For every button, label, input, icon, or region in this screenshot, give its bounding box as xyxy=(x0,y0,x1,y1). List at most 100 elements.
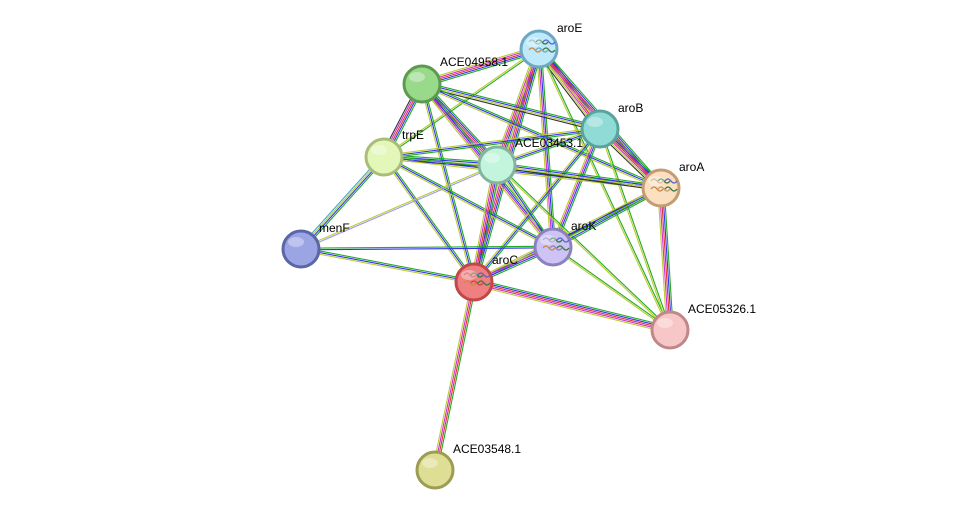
evidence-line xyxy=(475,165,500,283)
edge-menf-arok[interactable] xyxy=(300,245,554,251)
node-aroc[interactable]: aroC xyxy=(454,253,518,302)
evidence-line xyxy=(383,156,554,248)
node-shine xyxy=(409,72,425,82)
edge-aroc-ace03548-1[interactable] xyxy=(432,281,477,471)
evidence-line xyxy=(473,128,601,283)
node-ace03548-1[interactable]: ACE03548.1 xyxy=(415,442,521,490)
edge-aroe-ace05326-1[interactable] xyxy=(537,48,672,331)
evidence-line xyxy=(497,163,662,188)
evidence-line xyxy=(473,281,671,331)
edges-layer xyxy=(298,45,674,471)
evidence-line xyxy=(435,282,476,471)
protein-structure-icon xyxy=(650,178,678,192)
node-ace03453-1[interactable]: ACE03453.1 xyxy=(477,136,583,185)
edge-trpe-arok[interactable] xyxy=(382,155,555,249)
evidence-line xyxy=(553,245,671,330)
node-shine xyxy=(657,318,673,328)
node-circle xyxy=(454,262,494,302)
node-shine xyxy=(461,270,477,280)
evidence-line xyxy=(550,127,599,247)
node-label: ACE03548.1 xyxy=(453,442,521,456)
evidence-line xyxy=(383,126,600,156)
node-circle xyxy=(650,310,690,350)
evidence-line xyxy=(301,157,386,250)
node-label: menF xyxy=(319,221,350,235)
node-trpe[interactable]: trpE xyxy=(364,128,424,177)
evidence-line xyxy=(421,46,539,83)
evidence-line xyxy=(422,50,540,87)
node-circle xyxy=(519,29,559,69)
edge-aroe-ace04958-1[interactable] xyxy=(420,45,541,88)
evidence-line xyxy=(600,128,672,330)
evidence-line xyxy=(663,187,674,330)
node-circle xyxy=(402,64,442,104)
evidence-line xyxy=(383,156,475,283)
nodes-layer: aroE ACE04958.1 aroB trpE ACE03453.1 aroA menF… xyxy=(281,21,756,490)
edge-arob-ace05326-1[interactable] xyxy=(598,128,672,331)
node-shine xyxy=(587,117,603,127)
node-arob[interactable]: aroB xyxy=(580,101,643,149)
evidence-line xyxy=(420,45,539,82)
edge-arob-aroc[interactable] xyxy=(472,127,602,284)
node-shine xyxy=(484,153,500,163)
node-arok[interactable]: aroK xyxy=(533,219,596,267)
node-circle xyxy=(477,145,517,185)
node-label: trpE xyxy=(402,128,424,142)
edge-aroa-ace05326-1[interactable] xyxy=(657,187,674,331)
edge-ace03453-1-aroc[interactable] xyxy=(470,164,501,283)
evidence-line xyxy=(473,284,670,334)
node-shine xyxy=(422,458,438,468)
node-shine xyxy=(288,237,304,247)
evidence-line xyxy=(384,155,476,282)
evidence-line xyxy=(662,187,673,330)
evidence-line xyxy=(473,164,498,283)
node-circle xyxy=(364,137,404,177)
evidence-line xyxy=(657,188,668,331)
evidence-line xyxy=(300,248,475,283)
node-aroa[interactable]: aroA xyxy=(641,160,704,208)
node-aroe[interactable]: aroE xyxy=(519,21,582,69)
evidence-line xyxy=(384,130,601,160)
evidence-line xyxy=(658,188,669,331)
node-shine xyxy=(371,145,387,155)
evidence-line xyxy=(436,282,477,471)
node-circle xyxy=(281,229,321,269)
evidence-line xyxy=(497,164,671,330)
edge-ace03453-1-menf[interactable] xyxy=(300,163,498,251)
evidence-line xyxy=(539,48,672,330)
evidence-line xyxy=(553,189,663,250)
node-shine xyxy=(540,235,556,245)
node-shine xyxy=(526,37,542,47)
edge-ace04958-1-arob[interactable] xyxy=(421,81,601,132)
evidence-line xyxy=(497,162,662,187)
edge-menf-aroc[interactable] xyxy=(300,246,475,285)
node-label: aroK xyxy=(571,219,596,233)
evidence-line xyxy=(384,155,555,247)
node-circle xyxy=(641,168,681,208)
edge-aroc-ace05326-1[interactable] xyxy=(473,278,671,334)
evidence-line xyxy=(552,247,670,332)
edge-trpe-menf[interactable] xyxy=(298,155,387,251)
edge-ace03453-1-ace05326-1[interactable] xyxy=(496,164,671,331)
evidence-line xyxy=(432,281,473,470)
node-ace05326-1[interactable]: ACE05326.1 xyxy=(650,302,756,350)
edge-trpe-aroc[interactable] xyxy=(382,155,476,284)
evidence-line xyxy=(419,84,473,283)
edge-ace03453-1-aroa[interactable] xyxy=(496,162,662,191)
node-ace04958-1[interactable]: ACE04958.1 xyxy=(402,55,508,104)
evidence-line xyxy=(301,247,554,251)
evidence-line xyxy=(421,48,540,85)
node-label: ACE04958.1 xyxy=(440,55,508,69)
edge-arok-ace05326-1[interactable] xyxy=(552,245,671,332)
node-circle xyxy=(415,450,455,490)
node-label: aroB xyxy=(618,101,643,115)
evidence-line xyxy=(474,279,671,329)
protein-structure-icon xyxy=(542,237,570,251)
node-menf[interactable]: menF xyxy=(281,221,350,269)
evidence-line xyxy=(300,163,497,249)
evidence-line xyxy=(496,165,670,331)
edge-arob-trpe[interactable] xyxy=(383,126,601,160)
evidence-line xyxy=(383,128,601,158)
evidence-line xyxy=(299,156,384,249)
